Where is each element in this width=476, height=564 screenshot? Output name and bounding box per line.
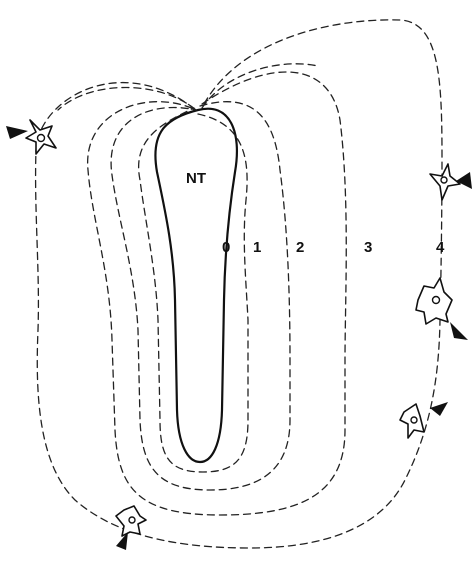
contour-line-4	[34, 19, 443, 549]
contour-label-0: 0	[222, 239, 230, 256]
cell-icon	[25, 119, 57, 155]
contour-guide-right	[201, 63, 319, 109]
neural-tube-outline	[154, 107, 239, 464]
arrowhead-icon	[450, 322, 468, 340]
cell-icon	[415, 277, 453, 325]
contour-guide-left	[57, 86, 197, 111]
arrowhead-icon	[430, 402, 448, 416]
contour-label-3: 3	[364, 239, 372, 256]
contour-line-3	[87, 71, 347, 516]
contour-line-1	[138, 107, 249, 473]
arrowhead-icon	[6, 126, 28, 139]
contour-label-1: 1	[253, 239, 261, 256]
contour-line-2	[110, 101, 291, 491]
arrowhead-icon	[456, 172, 472, 189]
cell-icon	[429, 163, 461, 201]
cell-icon	[115, 505, 147, 537]
neural-tube-label: NT	[186, 170, 206, 187]
cell-icon	[399, 403, 425, 439]
contour-label-4: 4	[436, 239, 445, 256]
arrowhead-icon	[116, 532, 128, 550]
contour-label-2: 2	[296, 239, 304, 256]
